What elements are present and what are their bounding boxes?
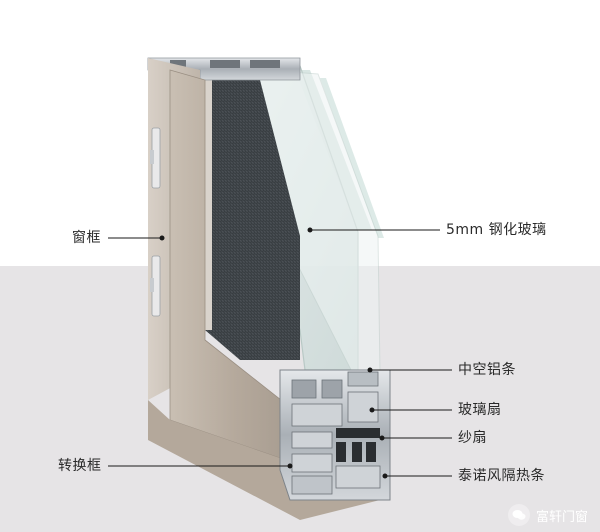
- screen-mesh-edge: [205, 80, 212, 330]
- label-adapter-frame: 转换框: [58, 458, 102, 474]
- glass-pane-edge-front: [320, 78, 384, 238]
- label-thermal-strip: 泰诺风隔热条: [458, 468, 545, 484]
- hinge-knuckle: [150, 278, 154, 292]
- label-window-frame: 窗框: [72, 230, 101, 246]
- bottom-profile-cross-section: [279, 369, 391, 501]
- hinge-knuckle: [150, 150, 154, 164]
- label-glass-sash: 玻璃扇: [458, 402, 502, 418]
- watermark-text: 富轩门窗: [535, 509, 588, 525]
- leader-lines: [108, 227, 452, 479]
- screen-mesh: [205, 80, 300, 360]
- top-profile-slot: [210, 60, 240, 68]
- label-screen-sash: 纱扇: [458, 430, 487, 446]
- label-glass: 5mm 钢化玻璃: [446, 222, 547, 238]
- label-spacer: 中空铝条: [458, 362, 516, 378]
- top-profile-slot: [250, 60, 280, 68]
- top-profile-slot: [170, 60, 186, 68]
- wechat-icon: [507, 504, 530, 526]
- watermark: 富轩门窗: [507, 504, 588, 526]
